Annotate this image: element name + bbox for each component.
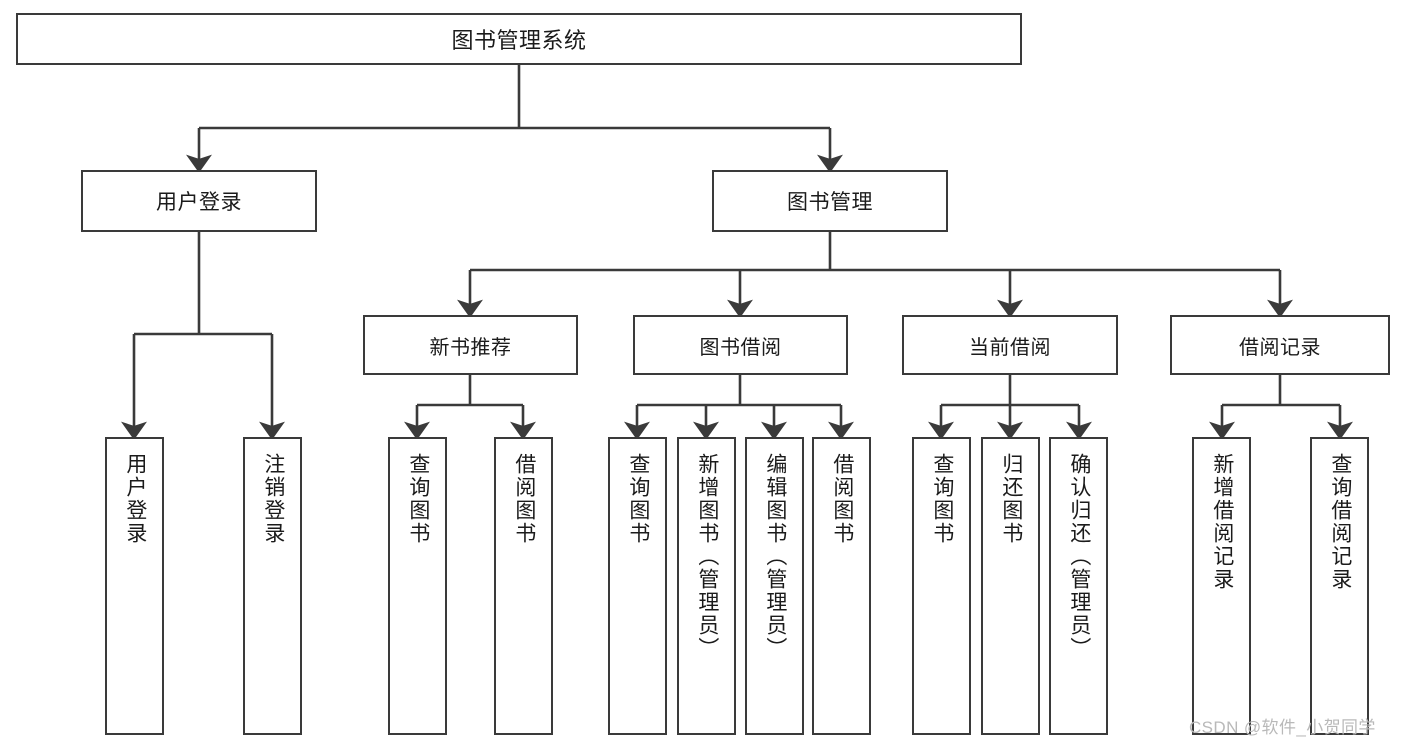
leaf-return-book[interactable]: 归还图书 xyxy=(981,437,1040,735)
node-label: 确认归还（管理员） xyxy=(1067,453,1091,660)
node-label: 借阅图书 xyxy=(512,453,536,545)
watermark: CSDN @软件_小贺同学 xyxy=(1189,718,1376,737)
leaf-add-borrow-record[interactable]: 新增借阅记录 xyxy=(1192,437,1251,735)
node-label: 归还图书 xyxy=(999,453,1023,545)
leaf-query-book-borrow[interactable]: 查询图书 xyxy=(608,437,667,735)
node-label: 新增借阅记录 xyxy=(1210,453,1234,591)
node-label: 借阅记录 xyxy=(1239,336,1321,359)
node-current-borrow[interactable]: 当前借阅 xyxy=(902,315,1118,375)
node-borrow-record[interactable]: 借阅记录 xyxy=(1170,315,1390,375)
node-label: 编辑图书（管理员） xyxy=(763,453,787,660)
node-label: 图书管理系统 xyxy=(451,28,587,53)
node-root-book-management-system[interactable]: 图书管理系统 xyxy=(16,13,1022,65)
node-book-borrow[interactable]: 图书借阅 xyxy=(633,315,848,375)
leaf-logout[interactable]: 注销登录 xyxy=(243,437,302,735)
node-label: 图书管理 xyxy=(787,191,873,214)
node-user-login[interactable]: 用户登录 xyxy=(81,170,317,232)
node-label: 新增图书（管理员） xyxy=(695,453,719,660)
leaf-confirm-return-admin[interactable]: 确认归还（管理员） xyxy=(1049,437,1108,735)
node-label: 图书借阅 xyxy=(699,336,782,359)
node-label: 查询图书 xyxy=(406,453,430,545)
node-label: 新书推荐 xyxy=(429,336,512,359)
node-label: 注销登录 xyxy=(261,453,285,545)
node-label: 用户登录 xyxy=(156,191,242,214)
leaf-user-login[interactable]: 用户登录 xyxy=(105,437,164,735)
node-new-book-recommend[interactable]: 新书推荐 xyxy=(363,315,578,375)
node-label: 当前借阅 xyxy=(969,336,1051,359)
leaf-add-book-admin[interactable]: 新增图书（管理员） xyxy=(677,437,736,735)
leaf-query-borrow-record[interactable]: 查询借阅记录 xyxy=(1310,437,1369,735)
node-label: 借阅图书 xyxy=(830,453,854,545)
leaf-edit-book-admin[interactable]: 编辑图书（管理员） xyxy=(745,437,804,735)
leaf-borrow-book[interactable]: 借阅图书 xyxy=(812,437,871,735)
node-book-management[interactable]: 图书管理 xyxy=(712,170,948,232)
node-label: 查询图书 xyxy=(930,453,954,545)
leaf-query-book-current[interactable]: 查询图书 xyxy=(912,437,971,735)
leaf-borrow-book-recommend[interactable]: 借阅图书 xyxy=(494,437,553,735)
node-label: 查询借阅记录 xyxy=(1328,453,1352,591)
leaf-query-book-recommend[interactable]: 查询图书 xyxy=(388,437,447,735)
node-label: 查询图书 xyxy=(626,453,650,545)
node-label: 用户登录 xyxy=(123,453,147,545)
